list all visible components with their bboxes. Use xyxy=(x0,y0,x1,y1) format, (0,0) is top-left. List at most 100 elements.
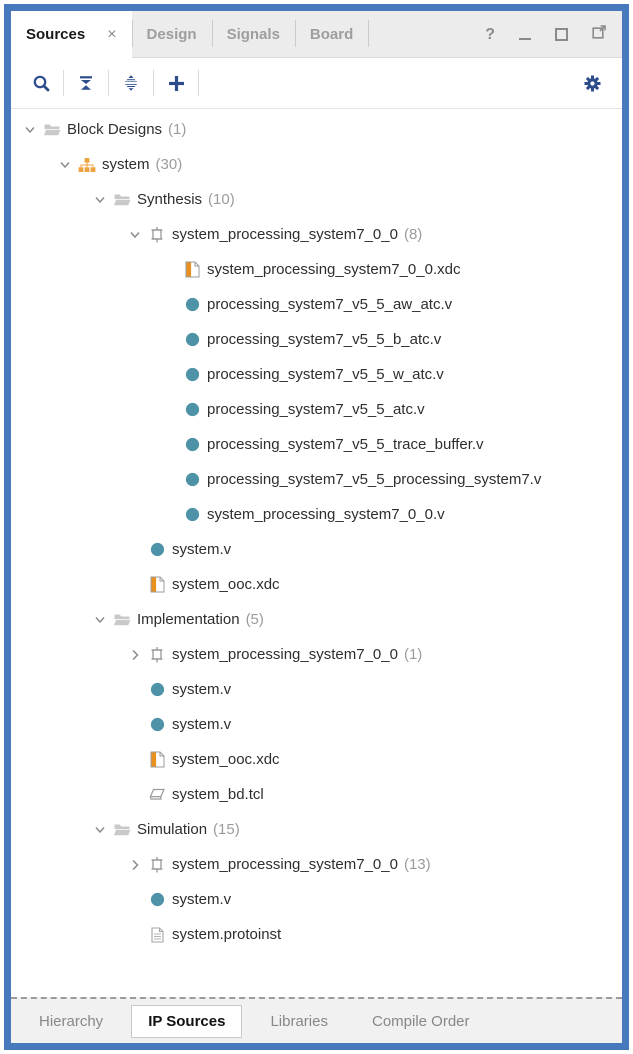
verilog-icon xyxy=(181,504,203,526)
tree-item-label: Block Designs xyxy=(67,121,163,138)
tree-item-label: system_processing_system7_0_0.v xyxy=(207,506,445,523)
tree-item-label: processing_system7_v5_5_trace_buffer.v xyxy=(207,436,484,453)
chevron-open-icon[interactable] xyxy=(89,189,111,211)
tree-item[interactable]: system_processing_system7_0_0(8) xyxy=(11,217,622,252)
tree-item[interactable]: system.v xyxy=(11,882,622,917)
tree-item-label: system_ooc.xdc xyxy=(172,751,280,768)
tree-item[interactable]: system_processing_system7_0_0(1) xyxy=(11,637,622,672)
tree-item-label: system xyxy=(102,156,150,173)
tree-item[interactable]: system.protoinst xyxy=(11,917,622,952)
sources-tree: Block Designs(1)system(30)Synthesis(10)s… xyxy=(11,109,622,997)
chevron-spacer xyxy=(124,714,146,736)
xdc-icon xyxy=(181,259,203,281)
tab-compile-order-label: Compile Order xyxy=(371,1012,470,1030)
ip-icon xyxy=(146,854,168,876)
tree-item-label: system_processing_system7_0_0 xyxy=(172,646,398,663)
chevron-spacer xyxy=(124,889,146,911)
tab-libraries[interactable]: Libraries xyxy=(254,1006,344,1037)
tree-item[interactable]: processing_system7_v5_5_aw_atc.v xyxy=(11,287,622,322)
tree-item[interactable]: Synthesis(10) xyxy=(11,182,622,217)
tree-item-label: system.v xyxy=(172,681,232,698)
chevron-spacer xyxy=(159,469,181,491)
sources-window: Sources × Design Signals Board ? xyxy=(4,4,629,1050)
tree-item-label: system_bd.tcl xyxy=(172,786,264,803)
tree-item-label: system.v xyxy=(172,541,232,558)
tab-divider xyxy=(368,20,370,47)
collapse-all-icon[interactable] xyxy=(69,66,103,100)
tree-item[interactable]: system_processing_system7_0_0(13) xyxy=(11,847,622,882)
verilog-icon xyxy=(181,364,203,386)
verilog-icon xyxy=(146,714,168,736)
chevron-spacer xyxy=(159,329,181,351)
chevron-spacer xyxy=(124,749,146,771)
tree-item-count: (8) xyxy=(403,226,423,243)
close-icon[interactable]: × xyxy=(107,25,117,43)
chevron-spacer xyxy=(159,399,181,421)
block-design-icon xyxy=(76,154,98,176)
help-icon[interactable]: ? xyxy=(485,25,495,43)
verilog-icon xyxy=(181,294,203,316)
tab-ip-sources[interactable]: IP Sources xyxy=(131,1004,243,1038)
float-icon[interactable] xyxy=(592,25,606,44)
tree-item-label: system_processing_system7_0_0 xyxy=(172,856,398,873)
tree-item[interactable]: processing_system7_v5_5_processing_syste… xyxy=(11,462,622,497)
maximize-icon[interactable] xyxy=(555,28,568,41)
toolbar-divider xyxy=(108,70,109,96)
tab-hierarchy-label: Hierarchy xyxy=(39,1012,104,1030)
tab-sources[interactable]: Sources × xyxy=(11,11,132,58)
search-icon[interactable] xyxy=(24,66,58,100)
add-sources-icon[interactable] xyxy=(159,66,193,100)
verilog-icon xyxy=(146,889,168,911)
tab-signals[interactable]: Signals xyxy=(211,11,295,58)
chevron-spacer xyxy=(159,259,181,281)
tree-item[interactable]: processing_system7_v5_5_b_atc.v xyxy=(11,322,622,357)
settings-gear-icon[interactable] xyxy=(575,66,609,100)
tree-item[interactable]: Implementation(5) xyxy=(11,602,622,637)
tree-item[interactable]: processing_system7_v5_5_atc.v xyxy=(11,392,622,427)
chevron-open-icon[interactable] xyxy=(89,819,111,841)
tree-item[interactable]: system_ooc.xdc xyxy=(11,567,622,602)
tab-libraries-label: Libraries xyxy=(270,1012,328,1030)
chevron-spacer xyxy=(159,504,181,526)
tree-item[interactable]: system_ooc.xdc xyxy=(11,742,622,777)
tree-item-label: processing_system7_v5_5_aw_atc.v xyxy=(207,296,453,313)
tab-compile-order[interactable]: Compile Order xyxy=(356,1006,486,1037)
chevron-spacer xyxy=(124,679,146,701)
tab-board[interactable]: Board xyxy=(294,11,368,58)
tree-item[interactable]: system.v xyxy=(11,532,622,567)
tree-item[interactable]: system_bd.tcl xyxy=(11,777,622,812)
tree-item-label: system_processing_system7_0_0.xdc xyxy=(207,261,461,278)
tab-ip-sources-label: IP Sources xyxy=(148,1012,226,1030)
tree-item[interactable]: system.v xyxy=(11,672,622,707)
tree-item[interactable]: system (30) xyxy=(11,147,622,182)
tree-item[interactable]: system_processing_system7_0_0.xdc xyxy=(11,252,622,287)
tree-item[interactable]: system.v xyxy=(11,707,622,742)
doc-icon xyxy=(146,924,168,946)
tree-item[interactable]: Simulation(15) xyxy=(11,812,622,847)
tcl-icon xyxy=(146,784,168,806)
toolbar-divider xyxy=(153,70,154,96)
tab-board-label: Board xyxy=(309,26,354,43)
tree-item[interactable]: processing_system7_v5_5_w_atc.v xyxy=(11,357,622,392)
chevron-closed-icon[interactable] xyxy=(124,644,146,666)
ip-icon xyxy=(146,644,168,666)
tree-item-label: Implementation xyxy=(137,611,240,628)
expand-all-icon[interactable] xyxy=(114,66,148,100)
chevron-closed-icon[interactable] xyxy=(124,854,146,876)
chevron-spacer xyxy=(124,924,146,946)
chevron-open-icon[interactable] xyxy=(89,609,111,631)
tree-item-count: (15) xyxy=(213,821,240,838)
tree-item-label: processing_system7_v5_5_b_atc.v xyxy=(207,331,442,348)
folder-icon xyxy=(111,609,133,631)
tab-hierarchy[interactable]: Hierarchy xyxy=(23,1006,119,1037)
tree-item[interactable]: Block Designs(1) xyxy=(11,112,622,147)
tree-item-count: (30) xyxy=(155,156,183,173)
chevron-open-icon[interactable] xyxy=(19,119,41,141)
chevron-open-icon[interactable] xyxy=(54,154,76,176)
chevron-open-icon[interactable] xyxy=(124,224,146,246)
tree-item[interactable]: processing_system7_v5_5_trace_buffer.v xyxy=(11,427,622,462)
tab-design[interactable]: Design xyxy=(131,11,212,58)
tree-item[interactable]: system_processing_system7_0_0.v xyxy=(11,497,622,532)
verilog-icon xyxy=(181,399,203,421)
minimize-icon[interactable] xyxy=(519,29,531,40)
